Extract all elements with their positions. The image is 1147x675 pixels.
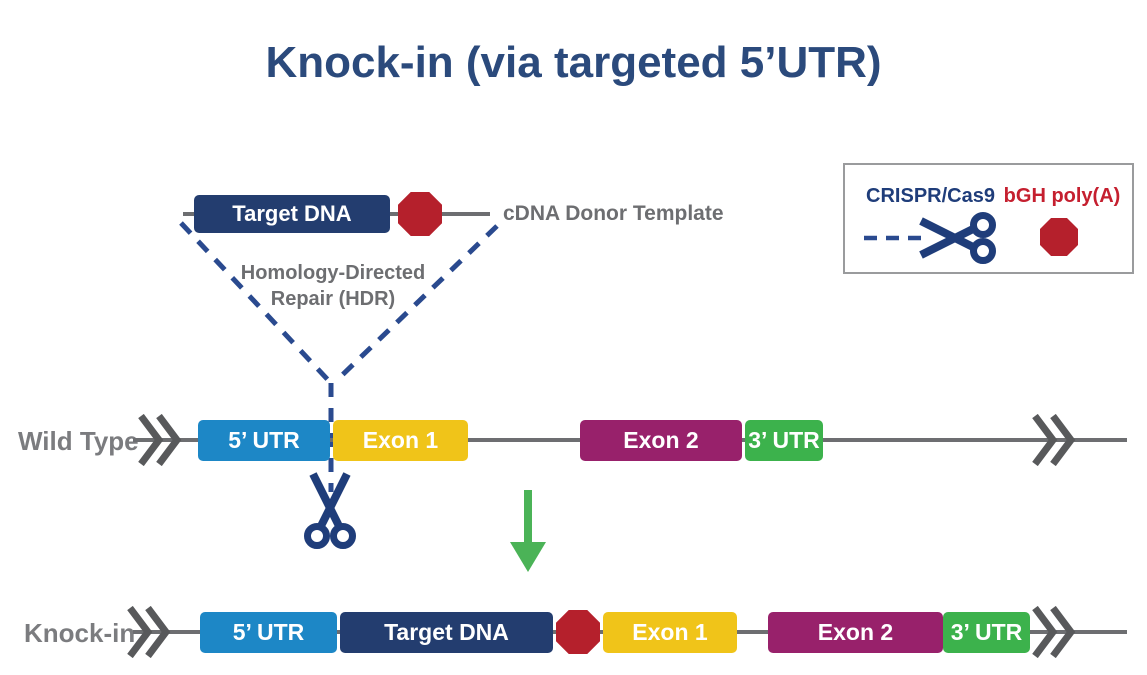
knock-in-3utr-box: 3’ UTR bbox=[943, 612, 1030, 653]
legend-polya-label: bGH poly(A) bbox=[1003, 185, 1121, 207]
knock-in-polya-stop-icon bbox=[556, 610, 600, 654]
wild-type-exon2-box: Exon 2 bbox=[580, 420, 742, 461]
hdr-annotation-line1: Homology-Directed bbox=[240, 262, 426, 284]
wild-type-label: Wild Type bbox=[18, 426, 139, 456]
hdr-dashed-lines bbox=[179, 221, 499, 492]
knock-in-exon2-box: Exon 2 bbox=[768, 612, 943, 653]
legend-dash-line bbox=[864, 235, 926, 241]
knock-in-exon1-box: Exon 1 bbox=[603, 612, 737, 653]
legend-polya-stop-icon bbox=[1040, 218, 1078, 256]
hdr-annotation: Homology-Directed Repair (HDR) bbox=[233, 260, 433, 312]
donor-target-dna-box: Target DNA bbox=[194, 195, 390, 233]
page-title: Knock-in (via targeted 5’UTR) bbox=[265, 38, 882, 87]
cut-site-scissors-icon bbox=[303, 470, 357, 550]
wild-type-exon1-box: Exon 1 bbox=[333, 420, 468, 461]
wild-type-3utr-box: 3’ UTR bbox=[745, 420, 823, 461]
hdr-annotation-line2: Repair (HDR) bbox=[270, 288, 396, 310]
knock-in-right-chevron-icon bbox=[1032, 606, 1076, 658]
knock-in-target-dna-box: Target DNA bbox=[340, 612, 553, 653]
legend-crispr-label: CRISPR/Cas9 bbox=[866, 185, 995, 207]
wild-type-left-chevron-icon bbox=[138, 414, 182, 466]
down-arrow-icon bbox=[510, 490, 546, 572]
wild-type-right-chevron-icon bbox=[1032, 414, 1076, 466]
donor-polya-stop-icon bbox=[398, 192, 442, 236]
knock-in-label: Knock-in bbox=[24, 618, 136, 648]
donor-caption: cDNA Donor Template bbox=[503, 202, 724, 225]
knock-in-left-chevron-icon bbox=[127, 606, 171, 658]
wild-type-5utr-box: 5’ UTR bbox=[198, 420, 330, 461]
legend-scissors-icon bbox=[917, 211, 997, 265]
knock-in-5utr-box: 5’ UTR bbox=[200, 612, 337, 653]
